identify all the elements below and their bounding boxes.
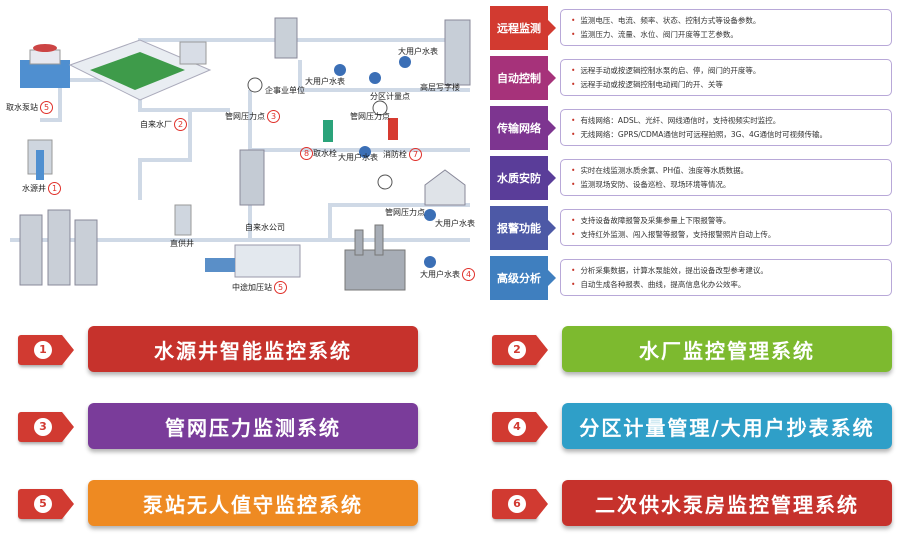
enterprise-building-icon xyxy=(274,17,298,59)
feature-line: 远程手动或按逻辑控制水泵的启、停，阀门的开度等。 xyxy=(571,64,883,78)
system-number: 6 xyxy=(508,495,526,513)
fire-hydrant-icon xyxy=(388,118,398,140)
enterprise-label: 企事业单位 xyxy=(265,86,305,95)
meter-icon xyxy=(424,209,436,221)
booster-station-icon xyxy=(205,244,301,278)
system-number-badge: 4 xyxy=(492,412,548,442)
system-number-badge: 3 xyxy=(18,412,74,442)
system-item: 6 二次供水泵房监控管理系统 xyxy=(492,480,892,526)
system-item: 1 水源井智能监控系统 xyxy=(18,326,418,372)
pressure-gauge-icon xyxy=(372,100,388,116)
direct-well-label: 直供井 xyxy=(170,239,194,248)
system-number: 3 xyxy=(34,418,52,436)
feature-line: 监测现场安防、设备巡检、现场环境等情况。 xyxy=(571,178,883,192)
feature-tag: 高级分析 xyxy=(490,256,556,300)
feature-description: 远程手动或按逻辑控制水泵的启、停，阀门的开度等。远程手动或按逻辑控制电动阀门的开… xyxy=(560,59,892,96)
system-label: 泵站无人值守监控系统 xyxy=(88,480,418,526)
feature-line: 无线网络：GPRS/CDMA通信时可远程拍照，3G、4G通信时可视频传输。 xyxy=(571,128,883,142)
feature-description: 分析采集数据，计算水泵能效，提出设备改型参考建议。自动生成各种报表、曲线，提高信… xyxy=(560,259,892,296)
feature-line: 实时在线监测水质余氯、PH值、浊度等水质数据。 xyxy=(571,164,883,178)
feature-line: 远程手动或按逻辑控制电动阀门的开、关等 xyxy=(571,78,883,92)
feature-tag: 自动控制 xyxy=(490,56,556,100)
feature-description: 支持设备故障报警及采集参量上下限报警等。支持红外监测、闯入报警等报警，支持报警照… xyxy=(560,209,892,246)
feature-line: 分析采集数据，计算水泵能效，提出设备改型参考建议。 xyxy=(571,264,883,278)
feature-description: 实时在线监测水质余氯、PH值、浊度等水质数据。监测现场安防、设备巡检、现场环境等… xyxy=(560,159,892,196)
meter-icon xyxy=(369,72,381,84)
meter-icon xyxy=(399,56,411,68)
system-label: 分区计量管理/大用户抄表系统 xyxy=(562,403,892,449)
feature-description: 监测电压、电流、频率、状态、控制方式等设备参数。监测压力、流量、水位、阀门开度等… xyxy=(560,9,892,46)
feature-row: 远程监测监测电压、电流、频率、状态、控制方式等设备参数。监测压力、流量、水位、阀… xyxy=(490,6,900,50)
source-well-icon xyxy=(27,139,53,180)
pipe-pressure-label-2: 管网压力点 xyxy=(350,112,390,121)
system-number-badge: 5 xyxy=(18,489,74,519)
water-plant-icon xyxy=(68,39,212,101)
feature-tag: 传输网络 xyxy=(490,106,556,150)
system-item: 4 分区计量管理/大用户抄表系统 xyxy=(492,403,892,449)
system-label: 管网压力监测系统 xyxy=(88,403,418,449)
feature-description: 有线网络：ADSL、光纤、网线通信时，支持视频实时监控。无线网络：GPRS/CD… xyxy=(560,109,892,146)
system-item: 5 泵站无人值守监控系统 xyxy=(18,480,418,526)
feature-row: 水质安防实时在线监测水质余氯、PH值、浊度等水质数据。监测现场安防、设备巡检、现… xyxy=(490,156,900,200)
direct-well-icon xyxy=(174,204,192,236)
pressure-gauge-icon xyxy=(247,77,263,93)
system-label: 二次供水泵房监控管理系统 xyxy=(562,480,892,526)
feature-line: 有线网络：ADSL、光纤、网线通信时，支持视频实时监控。 xyxy=(571,114,883,128)
residential-buildings-icon xyxy=(19,209,98,286)
feature-panel: 远程监测监测电压、电流、频率、状态、控制方式等设备参数。监测压力、流量、水位、阀… xyxy=(490,0,910,303)
big-user-meter-label-5: 大用户水表 xyxy=(435,219,475,228)
feature-line: 监测电压、电流、频率、状态、控制方式等设备参数。 xyxy=(571,14,883,28)
meter-icon xyxy=(424,256,436,268)
water-company-label: 自来水公司 xyxy=(245,223,285,232)
factory-icon xyxy=(344,224,406,291)
system-number: 1 xyxy=(34,341,52,359)
pressure-gauge-icon xyxy=(377,174,393,190)
system-number: 2 xyxy=(508,341,526,359)
system-number-badge: 6 xyxy=(492,489,548,519)
feature-tag: 报警功能 xyxy=(490,206,556,250)
feature-row: 报警功能支持设备故障报警及采集参量上下限报警等。支持红外监测、闯入报警等报警，支… xyxy=(490,206,900,250)
system-number-badge: 1 xyxy=(18,335,74,365)
system-label: 水厂监控管理系统 xyxy=(562,326,892,372)
system-item: 2 水厂监控管理系统 xyxy=(492,326,892,372)
feature-tag: 远程监测 xyxy=(490,6,556,50)
pipe-pressure-label-3: 管网压力点 xyxy=(385,208,425,217)
intake-pump-icon xyxy=(20,44,70,88)
feature-tag: 水质安防 xyxy=(490,156,556,200)
system-number-badge: 2 xyxy=(492,335,548,365)
high-rise-label: 高层写字楼 xyxy=(420,83,460,92)
system-number: 5 xyxy=(34,495,52,513)
feature-line: 支持红外监测、闯入报警等报警，支持报警照片自动上传。 xyxy=(571,228,883,242)
big-user-meter-label-3: 大用户水表 xyxy=(338,153,378,162)
feature-line: 自动生成各种报表、曲线，提高信息化办公效率。 xyxy=(571,278,883,292)
system-number: 4 xyxy=(508,418,526,436)
zone-meter-label: 分区计量点 xyxy=(370,92,410,101)
feature-line: 监测压力、流量、水位、阀门开度等工艺参数。 xyxy=(571,28,883,42)
house-icon xyxy=(424,169,466,206)
big-user-meter-label-1: 大用户水表 xyxy=(305,77,345,86)
diagram-illustration xyxy=(10,17,471,291)
meter-icon xyxy=(334,64,346,76)
feature-row: 自动控制远程手动或按逻辑控制水泵的启、停，阀门的开度等。远程手动或按逻辑控制电动… xyxy=(490,56,900,100)
big-user-meter-label-2: 大用户水表 xyxy=(398,47,438,56)
system-label: 水源井智能监控系统 xyxy=(88,326,418,372)
feature-row: 高级分析分析采集数据，计算水泵能效，提出设备改型参考建议。自动生成各种报表、曲线… xyxy=(490,256,900,300)
feature-line: 支持设备故障报警及采集参量上下限报警等。 xyxy=(571,214,883,228)
feature-row: 传输网络有线网络：ADSL、光纤、网线通信时，支持视频实时监控。无线网络：GPR… xyxy=(490,106,900,150)
water-company-icon xyxy=(239,149,265,206)
high-rise-icon xyxy=(444,19,471,86)
system-item: 3 管网压力监测系统 xyxy=(18,403,418,449)
meter-icon xyxy=(359,146,371,158)
water-hydrant-icon xyxy=(323,120,333,142)
